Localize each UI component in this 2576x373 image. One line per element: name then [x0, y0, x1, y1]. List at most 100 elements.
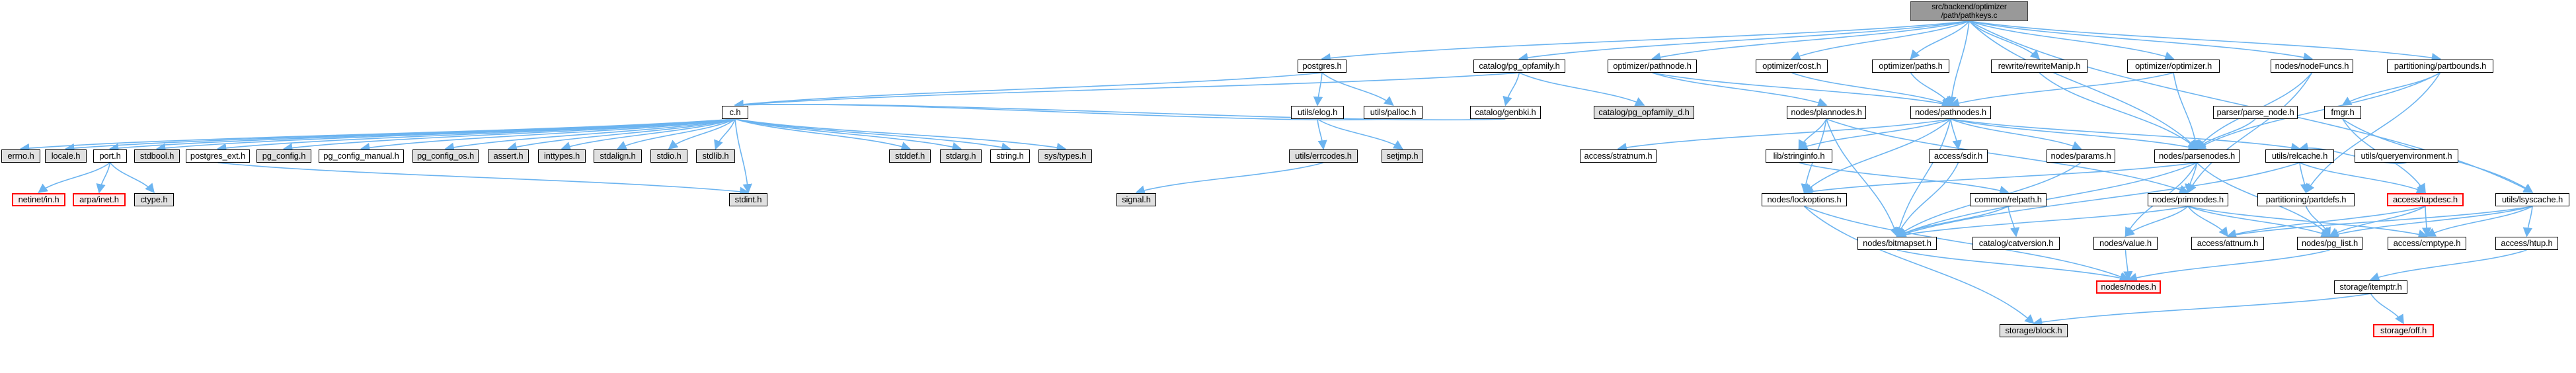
edge-port-to-ctype	[109, 162, 155, 194]
graph-node-postgres[interactable]: postgres.h	[1298, 60, 1347, 73]
graph-node-plannodes[interactable]: nodes/plannodes.h	[1787, 106, 1866, 119]
graph-node-tupdesc[interactable]: access/tupdesc.h	[2387, 193, 2464, 206]
graph-node-paths[interactable]: optimizer/paths.h	[1872, 60, 1949, 73]
graph-node-assert[interactable]: assert.h	[488, 149, 529, 163]
edge-root-to-pg_opfamily	[1518, 21, 1970, 63]
graph-node-cost[interactable]: optimizer/cost.h	[1756, 60, 1828, 73]
edge-ch-to-postgres_ext	[216, 118, 736, 153]
edge-queryenvironment-to-relcache	[2298, 142, 2407, 164]
graph-node-pg_config_os[interactable]: pg_config_os.h	[412, 149, 479, 163]
edge-primnodes-to-pg_list	[2187, 206, 2331, 238]
edge-bitmapset-to-nodes_nodes	[1896, 249, 2130, 283]
graph-node-genbki[interactable]: catalog/genbki.h	[1470, 106, 1541, 119]
edge-ch-to-assert	[507, 118, 736, 152]
graph-node-off[interactable]: storage/off.h	[2373, 324, 2434, 337]
graph-node-ch[interactable]: c.h	[722, 106, 748, 119]
graph-node-relpath[interactable]: common/relpath.h	[1970, 193, 2047, 206]
graph-node-stdlib[interactable]: stdlib.h	[696, 149, 735, 163]
graph-node-partdefs[interactable]: partitioning/partdefs.h	[2257, 193, 2355, 206]
graph-node-netinet_in[interactable]: netinet/in.h	[12, 193, 65, 206]
graph-node-queryenvironment[interactable]: utils/queryenvironment.h	[2355, 149, 2458, 163]
graph-node-stdio[interactable]: stdio.h	[650, 149, 687, 163]
graph-node-stdarg[interactable]: stdarg.h	[940, 149, 982, 163]
edge-paths-to-pathnodes	[1910, 72, 1951, 106]
graph-node-syscache[interactable]: utils/lsyscache.h	[2495, 193, 2569, 206]
edge-lockoptions-to-block	[1803, 206, 2035, 325]
edge-errcodes-to-signal	[1135, 162, 1324, 195]
edge-ch-to-pg_config	[282, 118, 736, 153]
graph-node-arpa_inet[interactable]: arpa/inet.h	[73, 193, 126, 206]
graph-node-errcodes[interactable]: utils/errcodes.h	[1289, 149, 1358, 163]
graph-node-lockoptions[interactable]: nodes/lockoptions.h	[1762, 193, 1847, 206]
graph-node-parsenodes[interactable]: nodes/parsenodes.h	[2154, 149, 2240, 163]
graph-node-ctype[interactable]: ctype.h	[134, 193, 174, 206]
graph-node-postgres_ext[interactable]: postgres_ext.h	[186, 149, 250, 163]
graph-node-bitmapset[interactable]: nodes/bitmapset.h	[1857, 237, 1937, 250]
graph-node-htup[interactable]: access/htup.h	[2495, 237, 2558, 250]
graph-node-rewriteManip[interactable]: rewrite/rewriteManip.h	[1991, 60, 2088, 73]
graph-node-setjmp[interactable]: setjmp.h	[1382, 149, 1423, 163]
graph-node-stdbool[interactable]: stdbool.h	[134, 149, 180, 163]
graph-node-nodeFuncs[interactable]: nodes/nodeFuncs.h	[2271, 60, 2353, 73]
graph-node-stringinfo[interactable]: lib/stringinfo.h	[1766, 149, 1832, 163]
graph-node-params[interactable]: nodes/params.h	[2047, 149, 2115, 163]
edge-parsenodes-to-bitmapset	[1896, 162, 2197, 237]
edge-root-to-pathnodes	[1947, 21, 1970, 106]
edge-relcache-to-partdefs	[2299, 162, 2310, 194]
graph-node-signal[interactable]: signal.h	[1116, 193, 1156, 206]
graph-node-stddef[interactable]: stddef.h	[889, 149, 931, 163]
graph-node-partbounds[interactable]: partitioning/partbounds.h	[2387, 60, 2493, 73]
graph-node-systypes[interactable]: sys/types.h	[1038, 149, 1092, 163]
graph-node-palloc[interactable]: utils/palloc.h	[1364, 106, 1423, 119]
graph-node-pg_opfamily[interactable]: catalog/pg_opfamily.h	[1473, 60, 1565, 73]
edge-relcache-to-bitmapset	[1896, 162, 2300, 238]
edge-parse_node-to-parsenodes	[2196, 118, 2256, 150]
graph-node-inttypes[interactable]: inttypes.h	[538, 149, 586, 163]
graph-node-elog[interactable]: utils/elog.h	[1291, 106, 1344, 119]
edge-root-to-cost	[1791, 21, 1970, 61]
graph-node-relcache[interactable]: utils/relcache.h	[2265, 149, 2334, 163]
edge-elog-to-setjmp	[1317, 118, 1403, 149]
edge-ch-to-pg_config_manual	[360, 118, 736, 153]
edge-relpath-to-catversion	[2008, 206, 2020, 237]
graph-node-cmptype[interactable]: access/cmptype.h	[2388, 237, 2466, 250]
edge-partdefs-to-pg_list	[2305, 206, 2331, 237]
graph-node-sdir[interactable]: access/sdir.h	[1929, 149, 1988, 163]
graph-node-pg_config[interactable]: pg_config.h	[256, 149, 311, 163]
graph-node-primnodes[interactable]: nodes/primnodes.h	[2148, 193, 2228, 206]
edge-root-to-postgres	[1321, 21, 1970, 63]
graph-node-optimizer[interactable]: optimizer/optimizer.h	[2127, 60, 2220, 73]
graph-node-string[interactable]: string.h	[990, 149, 1030, 163]
edge-root-to-rewriteManip	[1969, 21, 2041, 60]
graph-node-pg_opfamily_d[interactable]: catalog/pg_opfamily_d.h	[1594, 106, 1694, 119]
edge-ch-to-pg_config_os	[444, 118, 736, 152]
graph-node-attnum[interactable]: access/attnum.h	[2191, 237, 2264, 250]
graph-node-catversion[interactable]: catalog/catversion.h	[1972, 237, 2060, 250]
edge-ch-to-inttypes	[561, 118, 736, 151]
graph-node-pathnode[interactable]: optimizer/pathnode.h	[1608, 60, 1697, 73]
graph-node-nodes_nodes[interactable]: nodes/nodes.h	[2096, 280, 2161, 294]
edge-root-to-optimizer	[1969, 21, 2175, 61]
edge-pathnode-to-plannodes	[1652, 72, 1828, 107]
graph-node-pathnodes[interactable]: nodes/pathnodes.h	[1910, 106, 1991, 119]
graph-node-locale[interactable]: locale.h	[45, 149, 87, 163]
graph-node-fmgr[interactable]: fmgr.h	[2324, 106, 2361, 119]
edge-pathnodes-to-stratnum	[1617, 118, 1951, 153]
edge-postgres_ext-to-stdint	[217, 162, 750, 196]
graph-node-parse_node[interactable]: parser/parse_node.h	[2213, 106, 2298, 119]
graph-node-stdint[interactable]: stdint.h	[729, 193, 767, 206]
graph-node-root[interactable]: src/backend/optimizer /path/pathkeys.c	[1910, 1, 2028, 21]
graph-node-stdalign[interactable]: stdalign.h	[594, 149, 642, 163]
graph-node-itemptr[interactable]: storage/itemptr.h	[2334, 280, 2407, 294]
edge-root-to-nodeFuncs	[1969, 21, 2314, 62]
graph-node-pg_config_manual[interactable]: pg_config_manual.h	[319, 149, 404, 163]
graph-node-block[interactable]: storage/block.h	[2000, 324, 2068, 337]
graph-node-errno[interactable]: errno.h	[1, 149, 40, 163]
graph-node-pg_list[interactable]: nodes/pg_list.h	[2297, 237, 2362, 250]
graph-node-stratnum[interactable]: access/stratnum.h	[1580, 149, 1657, 163]
edge-rewriteManip-to-parsenodes	[2039, 72, 2198, 150]
edge-itemptr-to-block	[2032, 293, 2371, 327]
graph-node-value[interactable]: nodes/value.h	[2093, 237, 2158, 250]
graph-node-port[interactable]: port.h	[93, 149, 127, 163]
